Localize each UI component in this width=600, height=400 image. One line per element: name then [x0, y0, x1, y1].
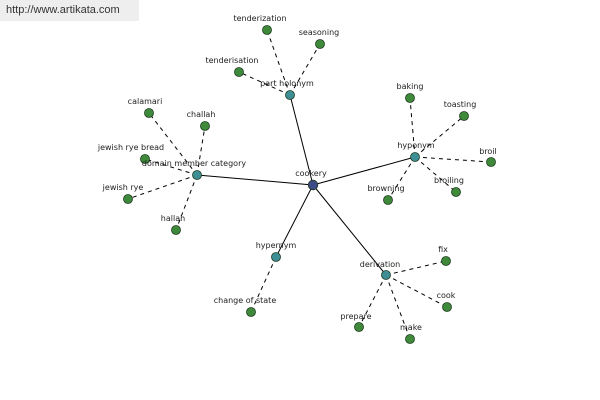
- term-change-of-state-label[interactable]: change of state: [214, 296, 277, 305]
- edge-cookery-hyponym: [312, 156, 416, 186]
- edge-domain-member-category-challah: [196, 125, 206, 176]
- term-toasting-node[interactable]: [459, 111, 469, 121]
- relation-domain-member-category-node[interactable]: [192, 170, 202, 180]
- term-challah-label[interactable]: challah: [187, 110, 216, 119]
- edge-cookery-part-holonym: [289, 94, 314, 186]
- edge-derivation-make: [385, 274, 411, 340]
- term-make-node[interactable]: [405, 334, 415, 344]
- term-calamari-node[interactable]: [144, 108, 154, 118]
- edge-hyponym-baking: [409, 97, 416, 158]
- edge-hypernym-change-of-state: [250, 256, 277, 313]
- term-jewish-rye-label[interactable]: jewish rye: [102, 183, 144, 192]
- term-hallah-label[interactable]: hallah: [161, 214, 185, 223]
- term-change-of-state-node[interactable]: [246, 307, 256, 317]
- relation-domain-member-category-label[interactable]: domain member category: [142, 159, 246, 168]
- term-seasoning-node[interactable]: [315, 39, 325, 49]
- edge-hyponym-broiling: [414, 156, 457, 193]
- term-fix-label[interactable]: fix: [438, 245, 448, 254]
- edge-domain-member-category-hallah: [175, 174, 198, 231]
- term-make-label[interactable]: make: [400, 323, 422, 332]
- term-baking-node[interactable]: [405, 93, 415, 103]
- relation-hypernym-label[interactable]: hypernym: [256, 241, 297, 250]
- term-tenderisation-label[interactable]: tenderisation: [205, 56, 258, 65]
- edge-domain-member-category-jewish-rye-bread: [144, 158, 198, 176]
- relation-derivation-node[interactable]: [381, 270, 391, 280]
- term-tenderization-node[interactable]: [262, 25, 272, 35]
- relation-derivation-label[interactable]: derivation: [360, 260, 400, 269]
- relation-hypernym-node[interactable]: [271, 252, 281, 262]
- relation-part-holonym-node[interactable]: [285, 90, 295, 100]
- term-jewish-rye-bread-node[interactable]: [140, 154, 150, 164]
- term-baking-label[interactable]: baking: [397, 82, 424, 91]
- term-hallah-node[interactable]: [171, 225, 181, 235]
- edges-layer: [127, 29, 492, 340]
- term-jewish-rye-bread-label[interactable]: jewish rye bread: [97, 143, 164, 152]
- term-prepare-label[interactable]: prepare: [340, 312, 371, 321]
- term-toasting-label[interactable]: toasting: [444, 100, 477, 109]
- center-cookery-label[interactable]: cookery: [295, 169, 327, 178]
- edge-domain-member-category-calamari: [148, 112, 198, 176]
- term-cook-node[interactable]: [442, 302, 452, 312]
- edge-hyponym-browning: [387, 156, 416, 201]
- relation-part-holonym-label[interactable]: part holonym: [260, 79, 314, 88]
- term-cook-label[interactable]: cook: [437, 291, 456, 300]
- edge-part-holonym-tenderization: [266, 29, 291, 96]
- term-tenderization-label[interactable]: tenderization: [233, 14, 286, 23]
- center-cookery-node[interactable]: [307, 179, 319, 191]
- term-calamari-label[interactable]: calamari: [128, 97, 163, 106]
- labels-layer: part holonym tenderization seasoning tender…: [97, 14, 497, 332]
- term-fix-node[interactable]: [441, 256, 451, 266]
- edge-part-holonym-tenderisation: [238, 71, 291, 96]
- edge-cookery-domain-member-category: [196, 174, 314, 186]
- edge-derivation-fix: [385, 260, 447, 276]
- term-broil-label[interactable]: broil: [479, 147, 497, 156]
- term-prepare-node[interactable]: [354, 322, 364, 332]
- term-broiling-label[interactable]: broiling: [434, 176, 464, 185]
- edge-hyponym-toasting: [414, 115, 465, 158]
- relation-hyponym-label[interactable]: hyponym: [397, 141, 435, 150]
- term-browning-node[interactable]: [383, 195, 393, 205]
- term-seasoning-label[interactable]: seasoning: [299, 28, 340, 37]
- edge-part-holonym-seasoning: [289, 43, 321, 96]
- term-broil-node[interactable]: [486, 157, 496, 167]
- edge-cookery-hypernym: [275, 184, 314, 258]
- edge-derivation-cook: [385, 274, 448, 308]
- edge-derivation-prepare: [358, 274, 387, 328]
- term-jewish-rye-node[interactable]: [123, 194, 133, 204]
- nodes-layer: [123, 25, 496, 344]
- relation-hyponym-node[interactable]: [410, 152, 420, 162]
- edge-cookery-derivation: [312, 184, 387, 276]
- term-browning-label[interactable]: browning: [367, 184, 404, 193]
- edge-hyponym-broil: [414, 156, 492, 163]
- term-challah-node[interactable]: [200, 121, 210, 131]
- watermark-url[interactable]: http://www.artikata.com: [0, 0, 139, 21]
- term-tenderisation-node[interactable]: [234, 67, 244, 77]
- term-broiling-node[interactable]: [451, 187, 461, 197]
